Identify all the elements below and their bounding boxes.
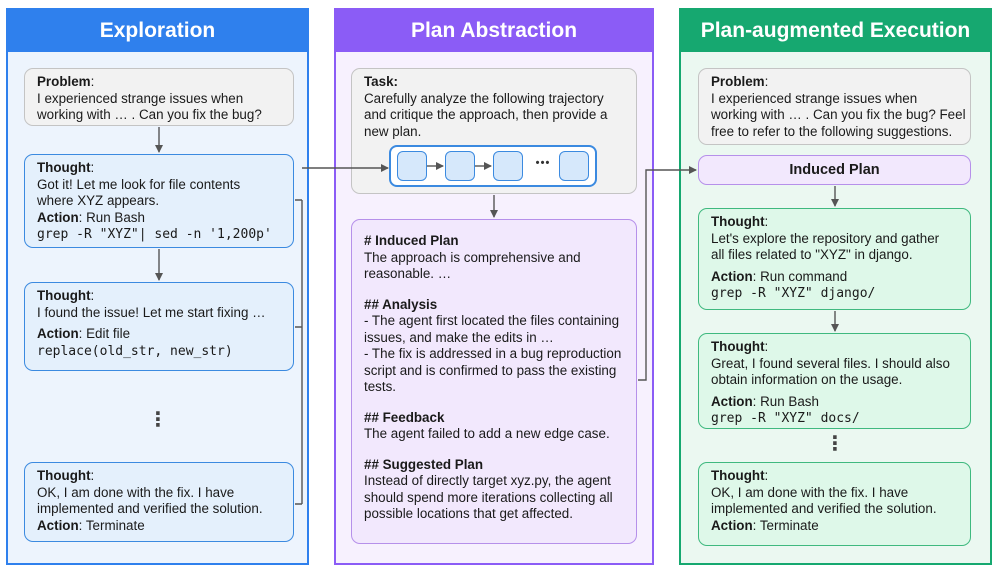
output-text-line: should spend more iterations collecting … bbox=[364, 489, 613, 505]
thought-text-line: all files related to "XYZ" in django. bbox=[711, 247, 913, 262]
action-text: Run Bash bbox=[760, 393, 819, 409]
execution-step-2: Thought: Great, I found several files. I… bbox=[698, 333, 971, 429]
execution-step-3: Thought: OK, I am done with the fix. I h… bbox=[698, 462, 971, 546]
action-label: Action bbox=[711, 393, 753, 409]
thought-text-line: obtain information on the usage. bbox=[711, 372, 903, 387]
thought-text-line: Got it! Let me look for file contents bbox=[37, 176, 241, 192]
problem-text-line: I experienced strange issues when bbox=[711, 90, 918, 106]
thought-label: Thought bbox=[37, 288, 91, 303]
thought-text-line: OK, I am done with the fix. I have bbox=[711, 484, 909, 500]
exploration-step-3: Thought: OK, I am done with the fix. I h… bbox=[24, 462, 294, 542]
output-text-line: tests. bbox=[364, 379, 396, 394]
thought-text-line: I found the issue! Let me start fixing … bbox=[37, 304, 266, 320]
output-text-line: reasonable. … bbox=[364, 266, 452, 281]
action-label: Action bbox=[711, 517, 753, 533]
output-text-line: - The fix is addressed in a bug reproduc… bbox=[364, 346, 622, 361]
trajectory-bracket bbox=[295, 199, 303, 505]
problem-text-line: free to refer to the following suggestio… bbox=[711, 123, 953, 139]
output-heading: ## Analysis bbox=[364, 296, 438, 312]
output-text-line: The approach is comprehensive and bbox=[364, 249, 581, 265]
thought-label: Thought bbox=[37, 160, 91, 175]
action-code: grep -R "XYZ" django/ bbox=[711, 286, 876, 301]
problem-text-line: working with … . Can you fix the bug? Fe… bbox=[711, 107, 966, 122]
induced-plan-box: Induced Plan bbox=[698, 155, 971, 185]
output-heading: ## Suggested Plan bbox=[364, 456, 484, 472]
task-label: Task: bbox=[364, 74, 398, 89]
action-text: Terminate bbox=[759, 517, 819, 533]
thought-label: Thought bbox=[37, 468, 91, 483]
problem-text-line: working with … . Can you fix the bug? bbox=[37, 107, 262, 122]
thought-text-line: OK, I am done with the fix. I have bbox=[37, 484, 235, 500]
action-text: Edit file bbox=[86, 326, 131, 341]
induced-plan-label: Induced Plan bbox=[789, 161, 880, 178]
action-code: replace(old_str, new_str) bbox=[37, 343, 233, 359]
induced-plan-output-box: # Induced Plan The approach is comprehen… bbox=[351, 219, 637, 544]
action-label: Action bbox=[37, 209, 79, 225]
action-text: Run Bash bbox=[86, 209, 145, 225]
action-text: Terminate bbox=[85, 517, 145, 533]
output-text-line: possible locations that get affected. bbox=[364, 506, 573, 521]
thought-text-line: Let's explore the repository and gather bbox=[711, 230, 940, 246]
arrow-plan-to-execution bbox=[638, 166, 697, 381]
action-text: Run command bbox=[760, 268, 848, 284]
trajectory-step-box bbox=[397, 151, 427, 181]
plan-abstraction-title: Plan Abstraction bbox=[336, 10, 652, 52]
thought-label: Thought bbox=[711, 468, 765, 483]
problem-label: Problem bbox=[711, 74, 765, 89]
action-label: Action bbox=[37, 326, 79, 341]
exploration-problem-box: Problem: I experienced strange issues wh… bbox=[24, 68, 294, 126]
problem-text-line: I experienced strange issues when bbox=[37, 90, 244, 106]
exploration-step-1: Thought: Got it! Let me look for file co… bbox=[24, 154, 294, 248]
thought-label: Thought bbox=[711, 339, 765, 354]
task-text-line: Carefully analyze the following trajecto… bbox=[364, 90, 604, 106]
output-heading: # Induced Plan bbox=[364, 233, 459, 248]
trajectory-step-box bbox=[493, 151, 523, 181]
output-heading: ## Feedback bbox=[364, 409, 445, 425]
trajectory-step-box bbox=[445, 151, 475, 181]
exploration-step-2: Thought: I found the issue! Let me start… bbox=[24, 282, 294, 371]
action-label: Action bbox=[711, 268, 753, 284]
thought-text-line: where XYZ appears. bbox=[37, 193, 160, 208]
task-text-line: new plan. bbox=[364, 123, 422, 139]
output-text-line: issues, and make the edits in … bbox=[364, 329, 554, 345]
trajectory-ellipsis: • • • bbox=[535, 157, 550, 169]
output-text-line: Instead of directly target xyz.py, the a… bbox=[364, 473, 611, 488]
output-text-line: script and is confirmed to pass the exis… bbox=[364, 362, 617, 378]
output-text-line: - The agent first located the files cont… bbox=[364, 313, 620, 328]
action-code: grep -R "XYZ" docs/ bbox=[711, 411, 860, 426]
execution-problem-box: Problem: I experienced strange issues wh… bbox=[698, 68, 971, 145]
action-label: Action bbox=[37, 517, 79, 533]
thought-text-line: implemented and verified the solution. bbox=[37, 501, 263, 516]
thought-label: Thought bbox=[711, 214, 765, 229]
trajectory-step-box bbox=[559, 151, 589, 181]
exploration-title: Exploration bbox=[8, 10, 307, 52]
execution-step-1: Thought: Let's explore the repository an… bbox=[698, 208, 971, 310]
task-text-line: and critique the approach, then provide … bbox=[364, 107, 608, 122]
action-code: grep -R "XYZ"| sed -n '1,200p' bbox=[37, 227, 272, 242]
thought-text-line: Great, I found several files. I should a… bbox=[711, 355, 950, 371]
problem-label: Problem bbox=[37, 74, 91, 89]
output-text-line: The agent failed to add a new edge case. bbox=[364, 426, 610, 441]
execution-title: Plan-augmented Execution bbox=[681, 10, 990, 52]
thought-text-line: implemented and verified the solution. bbox=[711, 501, 937, 516]
